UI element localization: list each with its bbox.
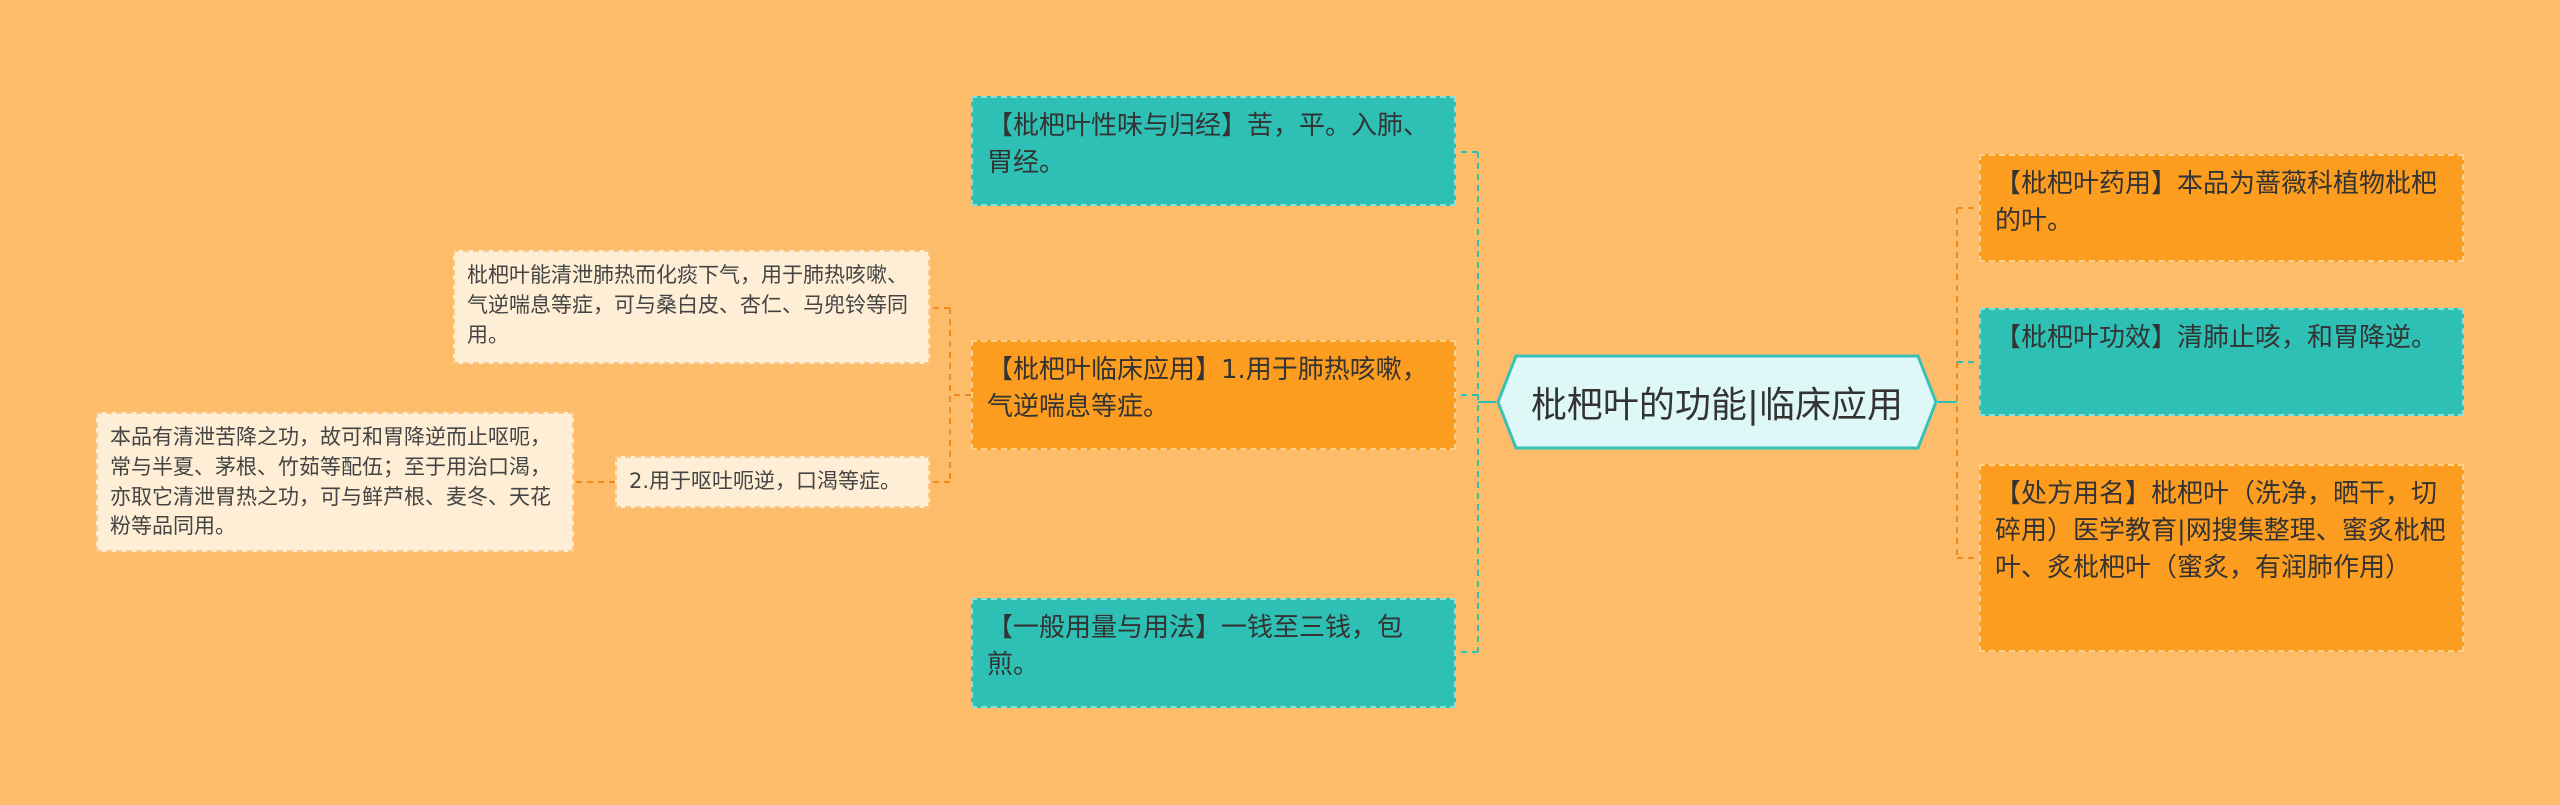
clinical-sub-node[interactable]: 2.用于呕吐呃逆，口渴等症。 (615, 456, 930, 508)
clinical-note-node[interactable]: 枇杷叶能清泄肺热而化痰下气，用于肺热咳嗽、气逆喘息等症，可与桑白皮、杏仁、马兜铃… (453, 250, 930, 364)
efficacy-text: 【枇杷叶功效】清肺止咳，和胃降逆。 (1995, 323, 2438, 353)
clinical-note-text: 枇杷叶能清泄肺热而化痰下气，用于肺热咳嗽、气逆喘息等症，可与桑白皮、杏仁、马兜铃… (467, 263, 908, 347)
taste-meridian-text: 【枇杷叶性味与归经】苦，平。入肺、胃经。 (987, 111, 1430, 178)
prescription-node[interactable]: 【处方用名】枇杷叶（洗净，晒干，切碎用）医学教育|网搜集整理、蜜炙枇杷叶、炙枇杷… (1979, 464, 2464, 652)
taste-meridian-node[interactable]: 【枇杷叶性味与归经】苦，平。入肺、胃经。 (971, 96, 1456, 206)
medicinal-text: 【枇杷叶药用】本品为蔷薇科植物枇杷的叶。 (1995, 169, 2438, 236)
clinical-sub-text: 2.用于呕吐呃逆，口渴等症。 (629, 469, 902, 493)
vomiting-note-text: 本品有清泄苦降之功，故可和胃降逆而止呕呃，常与半夏、茅根、竹茹等配伍；至于用治口… (110, 425, 551, 539)
efficacy-node[interactable]: 【枇杷叶功效】清肺止咳，和胃降逆。 (1979, 308, 2464, 416)
prescription-text: 【处方用名】枇杷叶（洗净，晒干，切碎用）医学教育|网搜集整理、蜜炙枇杷叶、炙枇杷… (1995, 479, 2446, 583)
connector-clinical-trunk (949, 308, 971, 482)
dosage-usage-text: 【一般用量与用法】一钱至三钱，包煎。 (987, 613, 1404, 680)
clinical-use-node[interactable]: 【枇杷叶临床应用】1.用于肺热咳嗽，气逆喘息等症。 (971, 340, 1456, 450)
medicinal-node[interactable]: 【枇杷叶药用】本品为蔷薇科植物枇杷的叶。 (1979, 154, 2464, 262)
clinical-use-text: 【枇杷叶临床应用】1.用于肺热咳嗽，气逆喘息等症。 (987, 355, 1428, 422)
root-shape (1496, 354, 1938, 450)
root-label: 枇杷叶的功能|临床应用 (1530, 385, 1904, 426)
dosage-usage-node[interactable]: 【一般用量与用法】一钱至三钱，包煎。 (971, 598, 1456, 708)
vomiting-note-node[interactable]: 本品有清泄苦降之功，故可和胃降逆而止呕呃，常与半夏、茅根、竹茹等配伍；至于用治口… (96, 412, 574, 552)
root-node[interactable]: 枇杷叶的功能|临床应用 (1496, 354, 1938, 450)
